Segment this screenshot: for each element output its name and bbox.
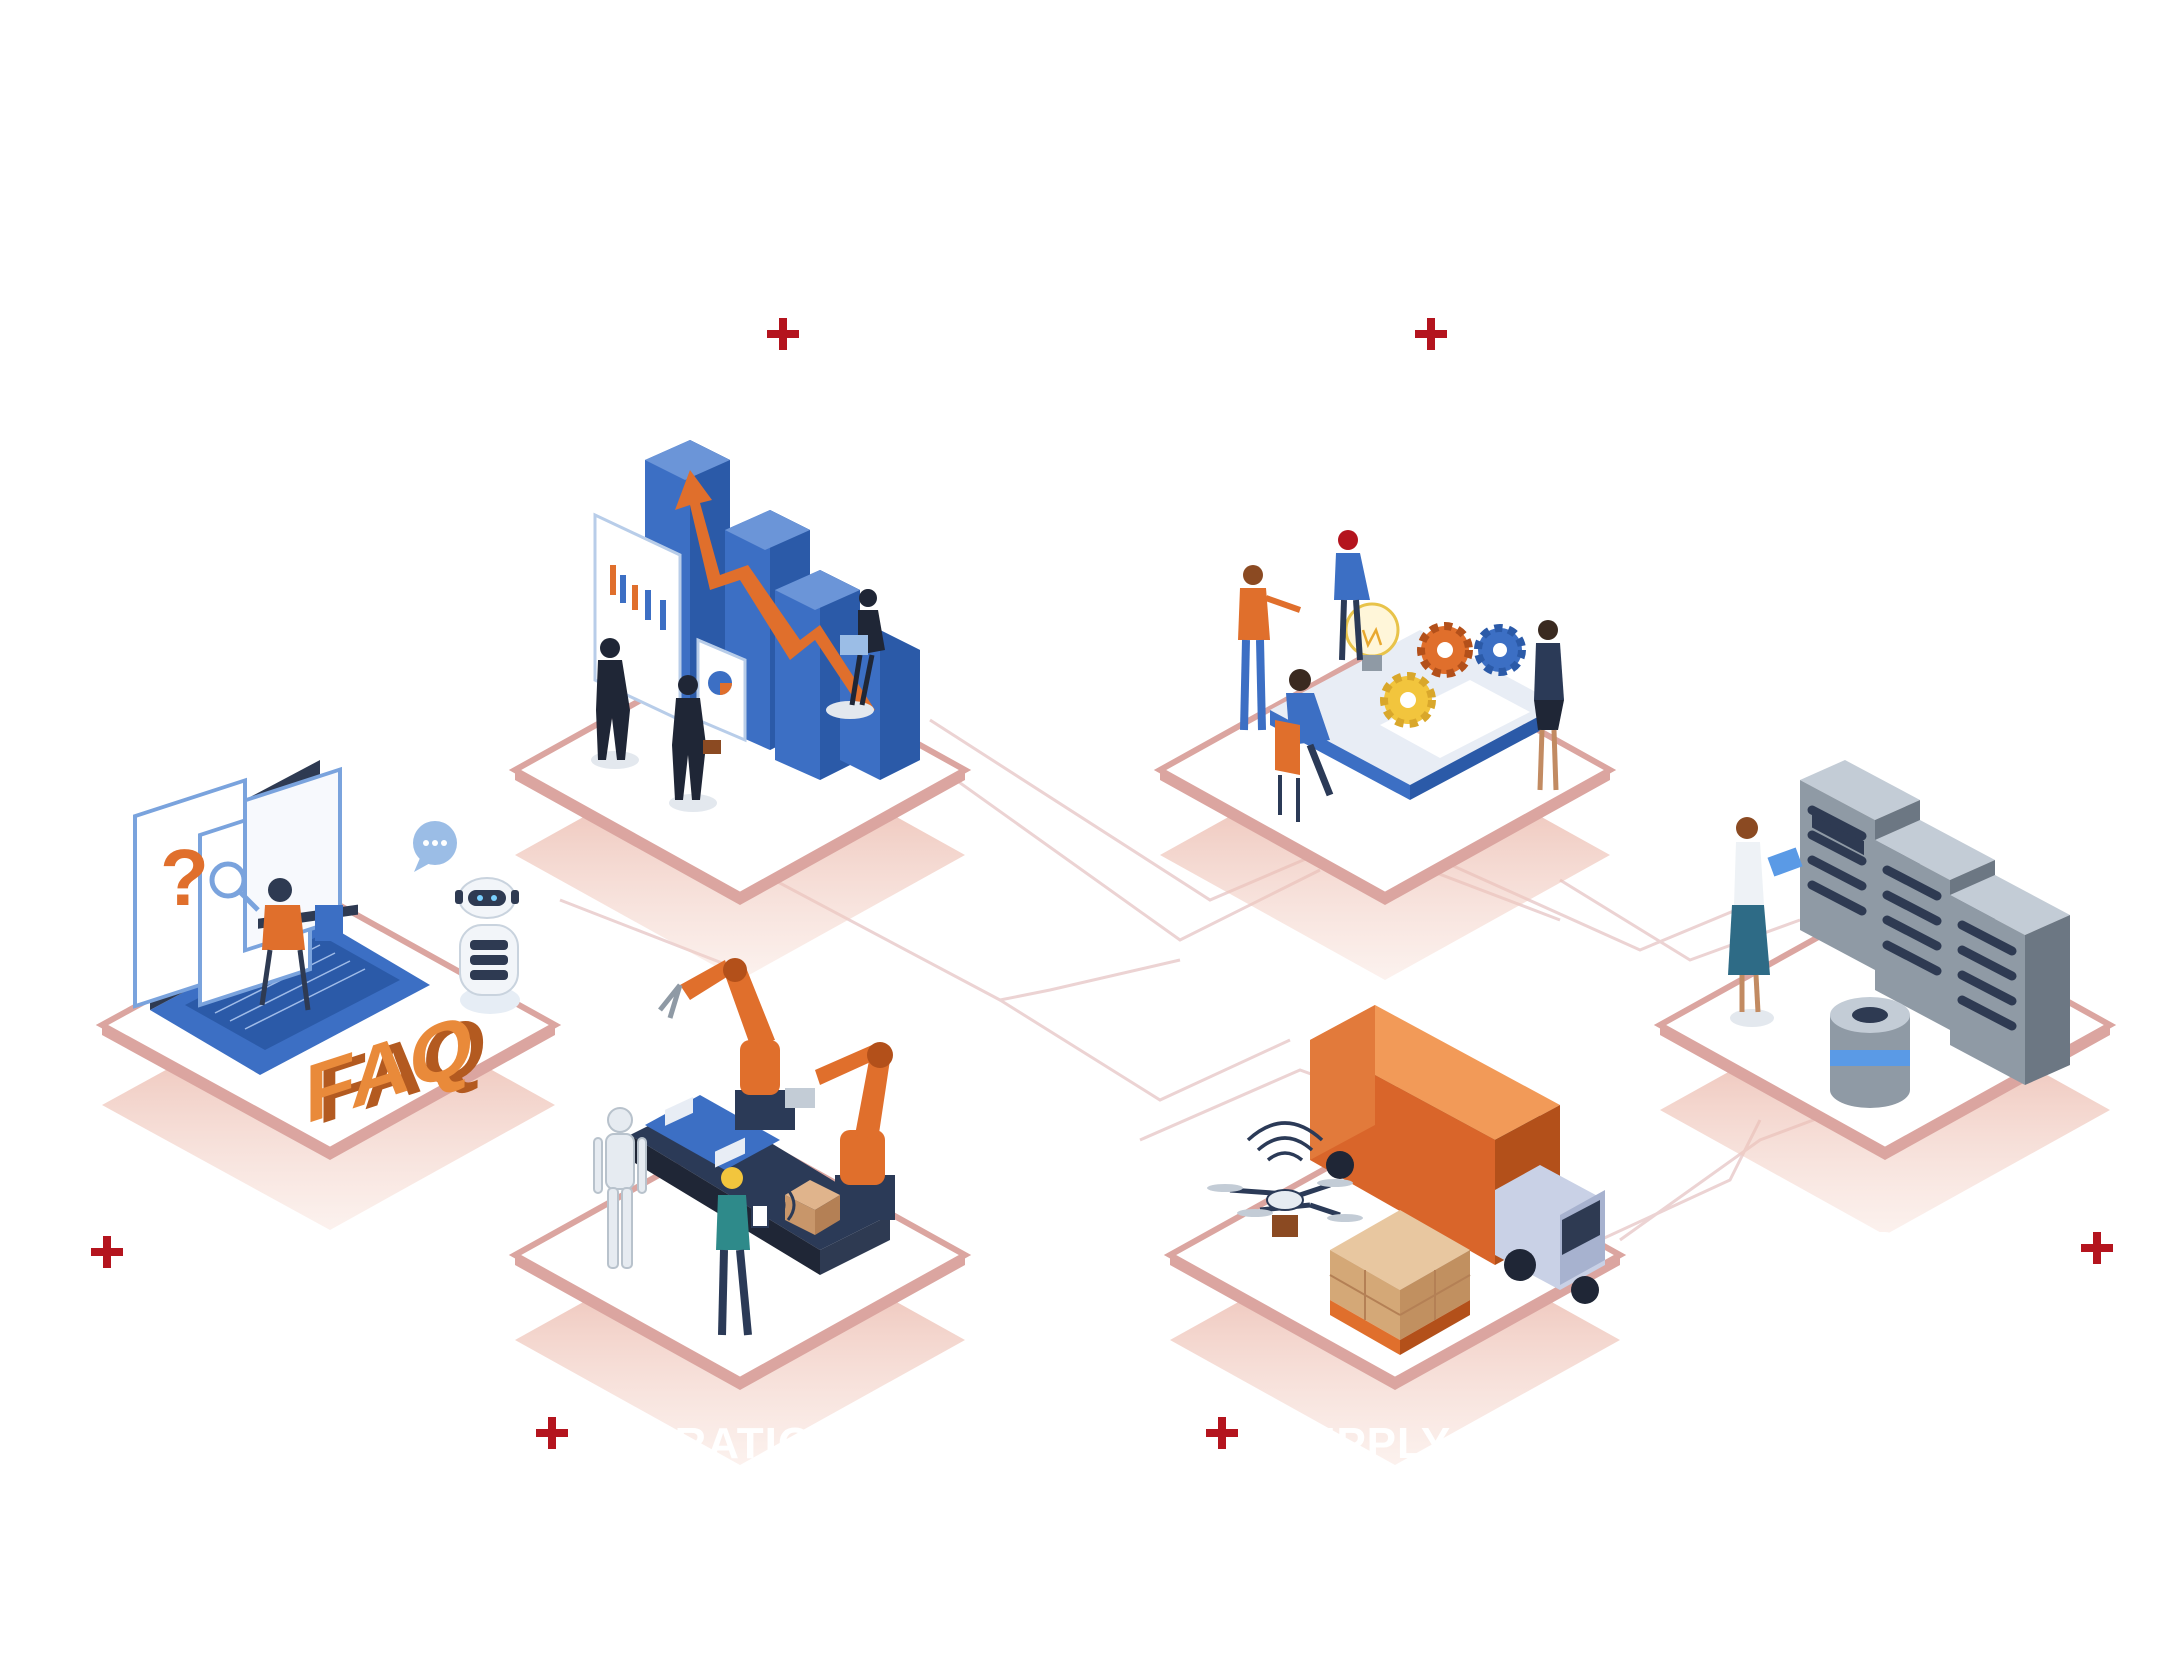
faq-illustration: ? FAQ FAQ [133,760,520,1142]
data-illustration [1728,760,2070,1108]
plus-icon [91,1236,123,1268]
robot-icon [455,877,520,1014]
plus-icon [536,1417,568,1449]
supply-illustration [1207,1005,1605,1355]
operations-illustration [593,958,895,1336]
plus-icon [2081,1232,2113,1264]
plus-icon [1206,1417,1238,1449]
markers [91,318,2113,1645]
robot-arm-icon [658,958,895,1220]
plus-icon [1415,318,1447,350]
gear-icon [1380,622,1526,728]
drone-icon [1207,1121,1363,1237]
svg-text:?: ? [160,833,209,922]
analytics-illustration [591,440,920,812]
truck-icon [1310,1005,1605,1304]
plus-icon [767,318,799,350]
tile-label-supply: UPPLY C [1304,1419,1497,1468]
tile-label-operations: ERATION [644,1419,846,1468]
innovation-illustration [1238,530,1564,822]
tile-label-customer: M [292,1221,330,1270]
pallet-icon [1329,1210,1471,1355]
question-mark-icon: ? [160,833,209,922]
database-icon [1830,997,1910,1108]
server-rack-icon [1800,760,2070,1085]
chat-bubble-icon [413,821,457,872]
tile-label-data: D [1870,1223,1903,1272]
